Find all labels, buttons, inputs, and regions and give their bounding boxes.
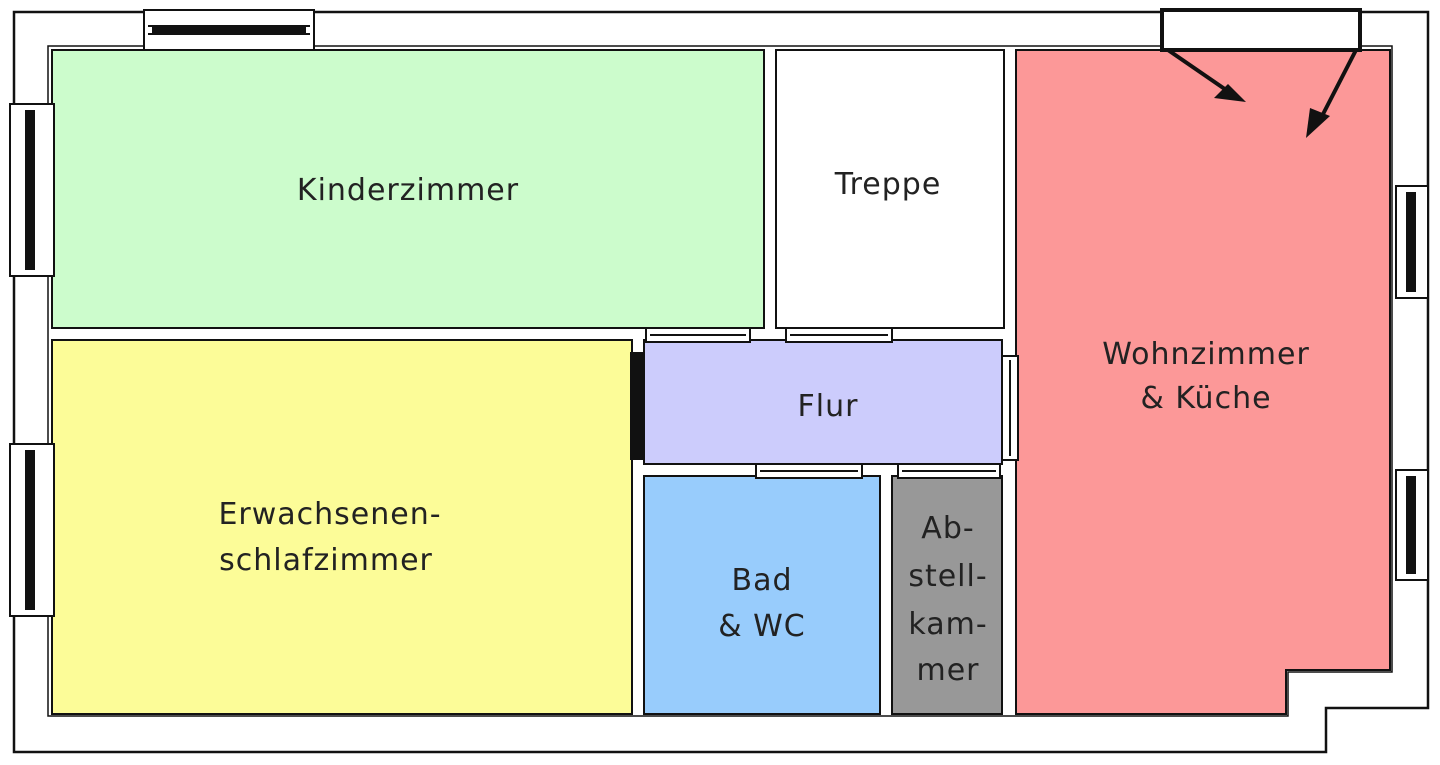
label-wohnzimmer-1: Wohnzimmer xyxy=(1102,337,1310,372)
label-abstell-3: kam- xyxy=(908,607,987,642)
door-treppe xyxy=(785,327,893,343)
door-abstell xyxy=(897,463,1001,479)
room-treppe xyxy=(775,49,1005,329)
window-right-upper xyxy=(1395,185,1429,299)
label-erwachsenen-1: Erwachsenen- xyxy=(218,497,441,532)
label-kinderzimmer: Kinderzimmer xyxy=(297,173,519,208)
window-right-lower xyxy=(1395,469,1429,581)
label-abstell-1: Ab- xyxy=(921,511,974,546)
door-kinderzimmer xyxy=(645,327,751,343)
outer-wall xyxy=(12,10,1430,754)
inner-wall xyxy=(47,45,1393,717)
window-top-left xyxy=(143,9,315,51)
label-abstell-4: mer xyxy=(916,653,979,688)
label-bad-2: & WC xyxy=(718,609,806,644)
room-bad xyxy=(643,475,881,715)
label-abstell-2: stell- xyxy=(908,559,987,594)
room-wohnzimmer xyxy=(1015,49,1391,715)
window-top-right xyxy=(1160,8,1362,52)
label-wohnzimmer-2: & Küche xyxy=(1140,381,1271,416)
window-left-upper xyxy=(9,103,55,277)
door-wohnzimmer xyxy=(1001,355,1019,461)
window-left-lower xyxy=(9,443,55,617)
door-bad xyxy=(755,463,863,479)
door-erwachsenen xyxy=(630,352,644,460)
label-bad-1: Bad xyxy=(731,563,792,598)
room-erwachsenen xyxy=(51,339,633,715)
room-abstell xyxy=(891,475,1003,715)
label-erwachsenen-2: schlafzimmer xyxy=(219,543,433,578)
label-treppe: Treppe xyxy=(834,167,942,202)
door-swing-arrows xyxy=(1166,48,1358,138)
label-flur: Flur xyxy=(798,389,859,424)
